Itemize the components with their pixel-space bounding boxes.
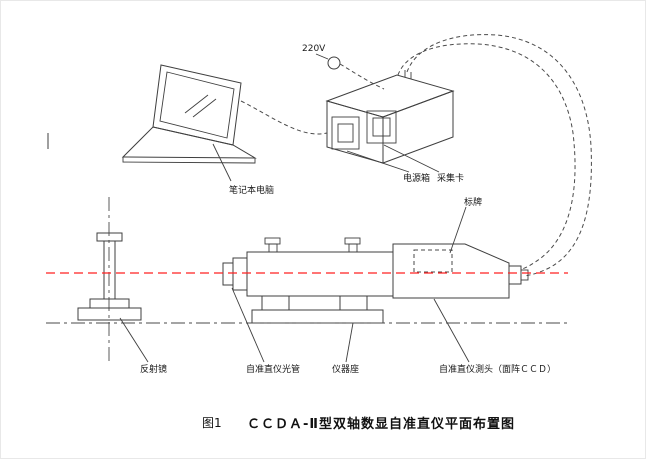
tube-post-cap — [264, 237, 281, 245]
box-to-head-cable-outer — [406, 34, 592, 277]
card-slot-inner — [372, 117, 391, 137]
laptop-illustration — [121, 64, 257, 164]
base-leader — [345, 322, 354, 363]
figure-caption: 图1 ＣＣＤＡ-Ⅱ型双轴数显自准直仪平面布置图 — [202, 416, 515, 432]
socket-to-box-cable — [339, 63, 385, 90]
head-leader — [433, 298, 470, 363]
socket-leader-line — [315, 53, 329, 60]
cables — [240, 34, 592, 277]
laptop-screen-inner — [159, 71, 235, 139]
power-socket: 220V — [302, 44, 341, 70]
tube-post — [348, 243, 358, 253]
screen-shine-line — [192, 98, 217, 118]
head-connector-tip — [520, 269, 529, 281]
laptop-label: 笔记本电脑 — [229, 184, 274, 196]
tube-stand — [261, 295, 290, 311]
tube-stand — [339, 295, 368, 311]
box-right-face — [382, 90, 454, 164]
tube-post-cap — [344, 237, 361, 245]
tube-leader — [231, 287, 265, 363]
head-body — [392, 243, 510, 299]
voltage-label: 220V — [302, 44, 326, 54]
power-box-illustration — [325, 70, 455, 164]
laptop-base-edge — [122, 157, 256, 164]
instrument-base-plate — [251, 309, 384, 324]
reflector-leader — [119, 317, 149, 363]
leader-lines — [119, 143, 470, 363]
figure-number: 图1 — [202, 416, 222, 430]
mirror-base-step — [89, 298, 130, 309]
nameplate-outline — [413, 249, 453, 273]
instrument-base-label: 仪器座 — [332, 363, 359, 375]
reflector-illustration — [77, 232, 142, 321]
mirror-base-plate — [77, 307, 142, 321]
mirror-top-bar — [96, 232, 123, 242]
capture-card-leader — [383, 144, 440, 173]
tube-body — [246, 251, 394, 297]
power-box-label: 电源箱 — [403, 172, 430, 184]
capture-card-label: 采集卡 — [437, 172, 464, 184]
part-labels: 笔记本电脑 电源箱 采集卡 标牌 反射镜 自准直仪光管 仪器座 自准直仪測头（面… — [140, 172, 556, 375]
power-slot-outer — [331, 116, 360, 150]
card-slot-outer — [366, 110, 397, 144]
figure-title: ＣＣＤＡ-Ⅱ型双轴数显自准直仪平面布置图 — [247, 416, 515, 432]
nameplate-leader — [449, 206, 467, 254]
collimator-tube-label: 自准直仪光管 — [246, 363, 300, 375]
nameplate-label: 标牌 — [464, 196, 482, 208]
mirror-stem — [103, 240, 116, 300]
collimator-tube-illustration — [222, 237, 394, 324]
tube-post — [268, 243, 278, 253]
socket-icon — [327, 56, 341, 70]
measuring-head-label: 自准直仪測头（面阵ＣＣＤ） — [439, 363, 556, 375]
laptop-to-box-cable — [240, 100, 328, 135]
reflector-label: 反射镜 — [140, 363, 167, 375]
measuring-head-illustration — [392, 243, 529, 299]
box-to-head-cable-inner — [397, 43, 576, 270]
head-connector — [508, 265, 522, 285]
tube-end-cap — [222, 262, 234, 286]
tube-ring — [232, 257, 248, 291]
power-slot-inner — [337, 123, 354, 143]
power-box-leader — [346, 150, 410, 173]
laptop-leader — [212, 143, 232, 182]
screen-shine-line — [184, 94, 209, 114]
